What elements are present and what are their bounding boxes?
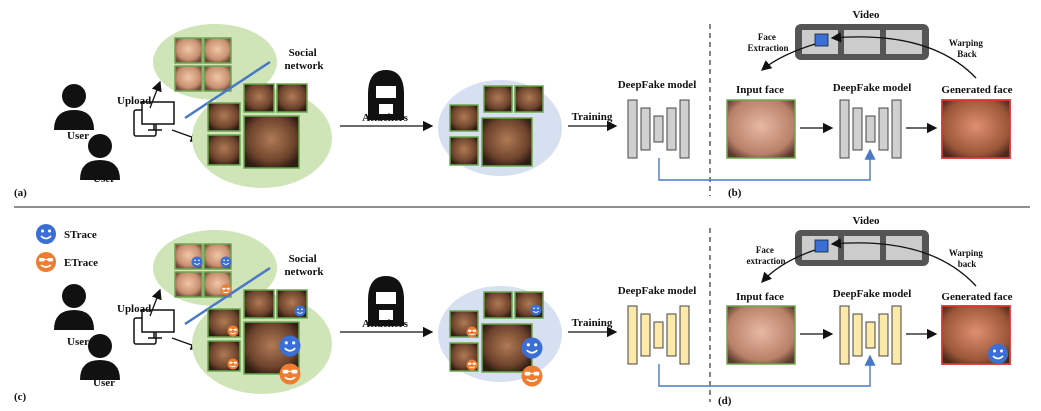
upload-label-c: Upload	[117, 303, 151, 315]
deepfake-model-label-b: DeepFake model	[833, 82, 912, 94]
panel-b: Video Face Extraction Warping Back Input…	[726, 9, 1013, 199]
generated-face-label: Generated face	[941, 84, 1012, 96]
social-label-c: Social network	[284, 253, 324, 278]
etrace-icon	[278, 362, 302, 386]
etrace-icon	[35, 251, 57, 273]
panel-d: Video Face extraction Warping back Input…	[718, 215, 1013, 407]
device-icon	[133, 309, 175, 345]
warping-arrow	[830, 238, 977, 287]
network-divider	[184, 266, 271, 326]
panel-label-b: (b)	[728, 187, 742, 199]
face-box	[814, 239, 829, 253]
legend-etrace: ETrace	[64, 257, 98, 269]
panel-label-c: (c)	[14, 391, 27, 403]
strace-icon	[35, 223, 57, 245]
legend-strace: STrace	[64, 229, 97, 241]
strace-icon	[220, 256, 232, 268]
deepfake-model-gray	[627, 99, 690, 159]
strace-icon	[278, 334, 302, 358]
extraction-arrow	[761, 249, 816, 283]
upload-label: Upload	[117, 95, 151, 107]
user-label-top: User	[67, 130, 89, 142]
warping-back-label: Warping Back	[949, 38, 985, 59]
deepfake-model-yellow-d	[839, 305, 902, 365]
upload-arrow	[149, 80, 162, 109]
face-box	[814, 33, 829, 47]
user-icon	[54, 284, 94, 330]
panel-label-a: (a)	[14, 187, 27, 199]
warping-arrow	[830, 32, 977, 79]
user-label-bottom-c: User	[93, 377, 115, 389]
panel-c: User User Upload Social network	[14, 230, 696, 403]
extraction-arrow	[761, 43, 816, 71]
strace-icon	[987, 343, 1009, 365]
face-grid-cage	[174, 37, 232, 92]
user-label-bottom: User	[93, 173, 115, 185]
face-grid-collected	[449, 85, 544, 167]
etrace-icon	[520, 364, 544, 388]
social-label: Social network	[284, 47, 324, 72]
user-icon	[54, 84, 94, 130]
face-extraction-label-d: Face extraction	[747, 245, 786, 266]
strace-icon	[191, 256, 203, 268]
etrace-icon	[466, 359, 478, 371]
user-label-top-c: User	[67, 336, 89, 348]
face-extraction-label: Face Extraction	[748, 32, 789, 53]
panel-label-d: (d)	[718, 395, 732, 407]
video-label-d: Video	[852, 215, 880, 227]
legend: STrace ETrace	[35, 223, 98, 273]
training-label: Training	[572, 111, 613, 123]
generated-face-image	[941, 99, 1011, 159]
warping-back-label-d: Warping back	[949, 248, 985, 269]
deepfake-model-label-c: DeepFake model	[618, 285, 697, 297]
network-divider	[184, 60, 271, 120]
face-grid-smith	[207, 83, 308, 169]
input-face-image-d	[726, 305, 796, 365]
strace-icon	[294, 305, 306, 317]
strace-icon	[520, 336, 544, 360]
attackers-label: Attackers	[362, 112, 409, 124]
deepfake-model-label: DeepFake model	[618, 79, 697, 91]
feedback-line	[658, 354, 876, 387]
etrace-icon	[227, 325, 239, 337]
face-grid-cage-protected	[174, 243, 232, 298]
device-icon	[133, 101, 175, 137]
input-face-label: Input face	[736, 84, 784, 96]
input-face-image	[726, 99, 796, 159]
feedback-line	[658, 148, 876, 181]
generated-face-label-d: Generated face	[941, 291, 1012, 303]
upload-arrow	[149, 288, 162, 317]
video-label: Video	[852, 9, 880, 21]
deepfake-model-yellow	[627, 305, 690, 365]
training-label-c: Training	[572, 317, 613, 329]
input-face-label-d: Input face	[736, 291, 784, 303]
deepfake-model-gray-b	[839, 99, 902, 159]
strace-icon	[530, 304, 542, 316]
panel-a: User User Upload Social network Attacker…	[14, 24, 696, 199]
attackers-label-c: Attackers	[362, 318, 409, 330]
etrace-icon	[227, 358, 239, 370]
etrace-icon	[466, 326, 478, 338]
deepfake-model-label-d: DeepFake model	[833, 288, 912, 300]
